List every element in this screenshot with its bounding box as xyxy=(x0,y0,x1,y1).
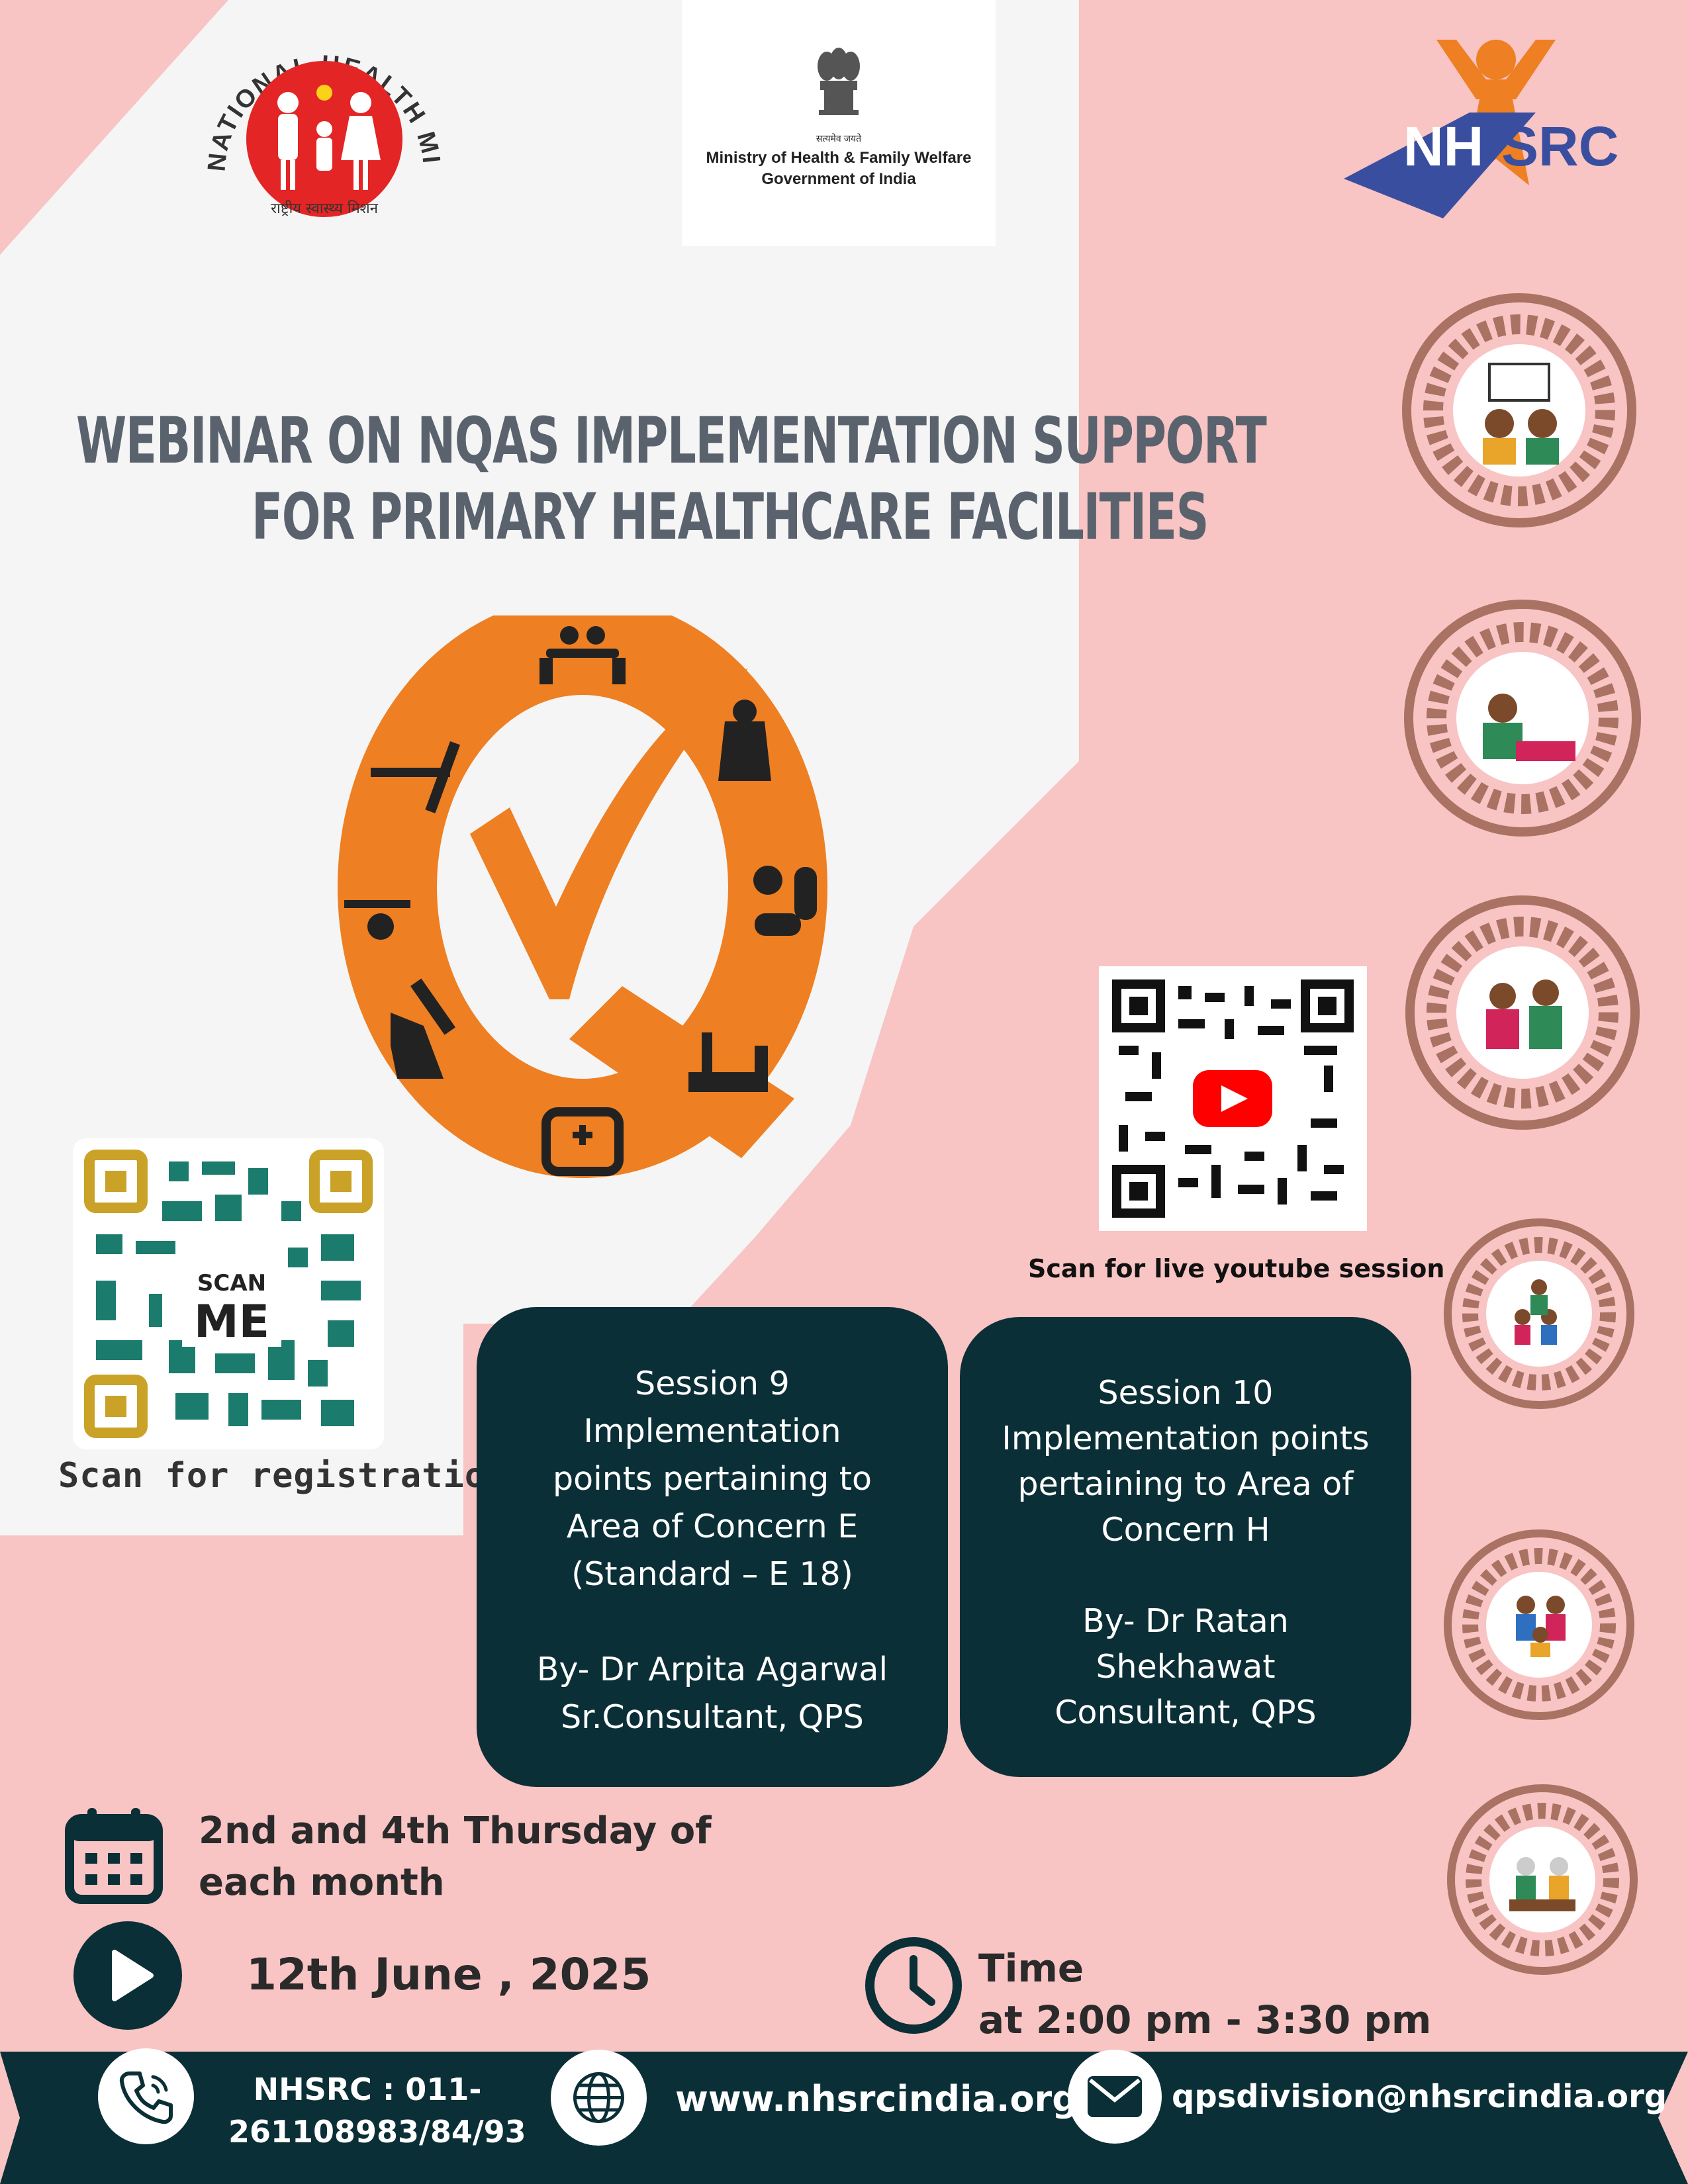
nhsrc-logo: NH SRC xyxy=(1344,40,1618,218)
clock-icon xyxy=(865,1937,962,2034)
session-10-line xyxy=(960,1553,1411,1598)
footer-ribbon xyxy=(0,2052,1688,2184)
event-date: 12th June , 2025 xyxy=(246,1949,651,2000)
phone-number[interactable]: NHSRC : 011- 261108983/84/93 xyxy=(228,2068,526,2153)
globe-icon[interactable] xyxy=(551,2050,647,2146)
time-label: Time xyxy=(978,1946,1084,1991)
play-icon xyxy=(73,1921,182,2030)
session-10-line: pertaining to Area of xyxy=(1017,1465,1354,1503)
session-10-speaker-cont: Shekhawat xyxy=(1096,1648,1276,1686)
email-icon[interactable] xyxy=(1068,2050,1162,2144)
registration-qr-code[interactable]: SCAN ME xyxy=(73,1138,384,1449)
title-line-1: WEBINAR ON NQAS IMPLEMENTATION SUPPORT xyxy=(76,404,1267,478)
session-9-line: Implementation xyxy=(583,1412,841,1450)
moh-line1: Ministry of Health & Family Welfare xyxy=(706,149,972,167)
event-time: Time at 2:00 pm - 3:30 pm xyxy=(978,1942,1431,2046)
nqas-q-check-logo xyxy=(338,615,827,1178)
qr-pattern-youtube xyxy=(1112,979,1354,1218)
session-10-designation: Consultant, QPS xyxy=(1055,1694,1317,1731)
registration-caption: Scan for registration xyxy=(58,1456,508,1496)
session-10-line: Concern H xyxy=(1101,1511,1270,1549)
session-9-line: Area of Concern E xyxy=(566,1508,859,1545)
moh-motto: सत्यमेव जयते xyxy=(816,133,862,144)
illustration-circles xyxy=(1402,293,1641,1975)
session-9-speaker: By- Dr Arpita Agarwal xyxy=(536,1651,888,1688)
recurrence-line-2: each month xyxy=(199,1861,445,1904)
website-link[interactable]: www.nhsrcindia.org xyxy=(675,2078,1078,2120)
nhsrc-text: NH xyxy=(1403,115,1483,177)
moh-line2: Government of India xyxy=(761,170,916,188)
nhm-hindi-text: राष्ट्रीय स्वास्थ्य मिशन xyxy=(271,200,379,217)
nhsrc-text-suffix: SRC xyxy=(1501,115,1618,177)
medical-icons xyxy=(344,626,817,1176)
mohfw-logo-card: सत्यमेव जयते Ministry of Health & Family… xyxy=(682,0,996,246)
session-9-designation: Sr.Consultant, QPS xyxy=(561,1698,864,1736)
email-link[interactable]: qpsdivision@nhsrcindia.org xyxy=(1172,2078,1667,2115)
phone-line-1: NHSRC : 011- xyxy=(253,2071,482,2107)
session-10-speaker: By- Dr Ratan xyxy=(1082,1602,1289,1640)
session-9-card: Session 9 Implementation points pertaini… xyxy=(477,1307,948,1787)
youtube-qr-code[interactable] xyxy=(1099,966,1367,1231)
scan-badge-top: SCAN xyxy=(197,1270,266,1297)
session-9-line xyxy=(477,1598,948,1646)
session-9-line: Session 9 xyxy=(635,1365,790,1402)
time-value: at 2:00 pm - 3:30 pm xyxy=(978,1997,1432,2042)
session-10-card: Session 10 Implementation points pertain… xyxy=(960,1317,1411,1777)
session-10-line: Session 10 xyxy=(1098,1374,1274,1412)
session-10-line: Implementation points xyxy=(1002,1420,1370,1457)
qr-pattern: SCAN ME xyxy=(84,1150,373,1438)
calendar-icon xyxy=(65,1808,163,1904)
recurrence-line-1: 2nd and 4th Thursday of xyxy=(199,1809,712,1852)
emblem-icon xyxy=(818,48,860,115)
phone-icon[interactable] xyxy=(98,2048,194,2144)
session-9-line: points pertaining to xyxy=(553,1460,872,1498)
session-9-line: (Standard – E 18) xyxy=(571,1555,853,1593)
phone-line-2: 261108983/84/93 xyxy=(228,2114,526,2150)
scan-badge-bottom: ME xyxy=(194,1296,269,1348)
youtube-caption: Scan for live youtube session xyxy=(1028,1254,1445,1283)
title-line-2: FOR PRIMARY HEALTHCARE FACILITIES xyxy=(252,480,1209,554)
recurrence-text: 2nd and 4th Thursday of each month xyxy=(199,1805,712,1909)
